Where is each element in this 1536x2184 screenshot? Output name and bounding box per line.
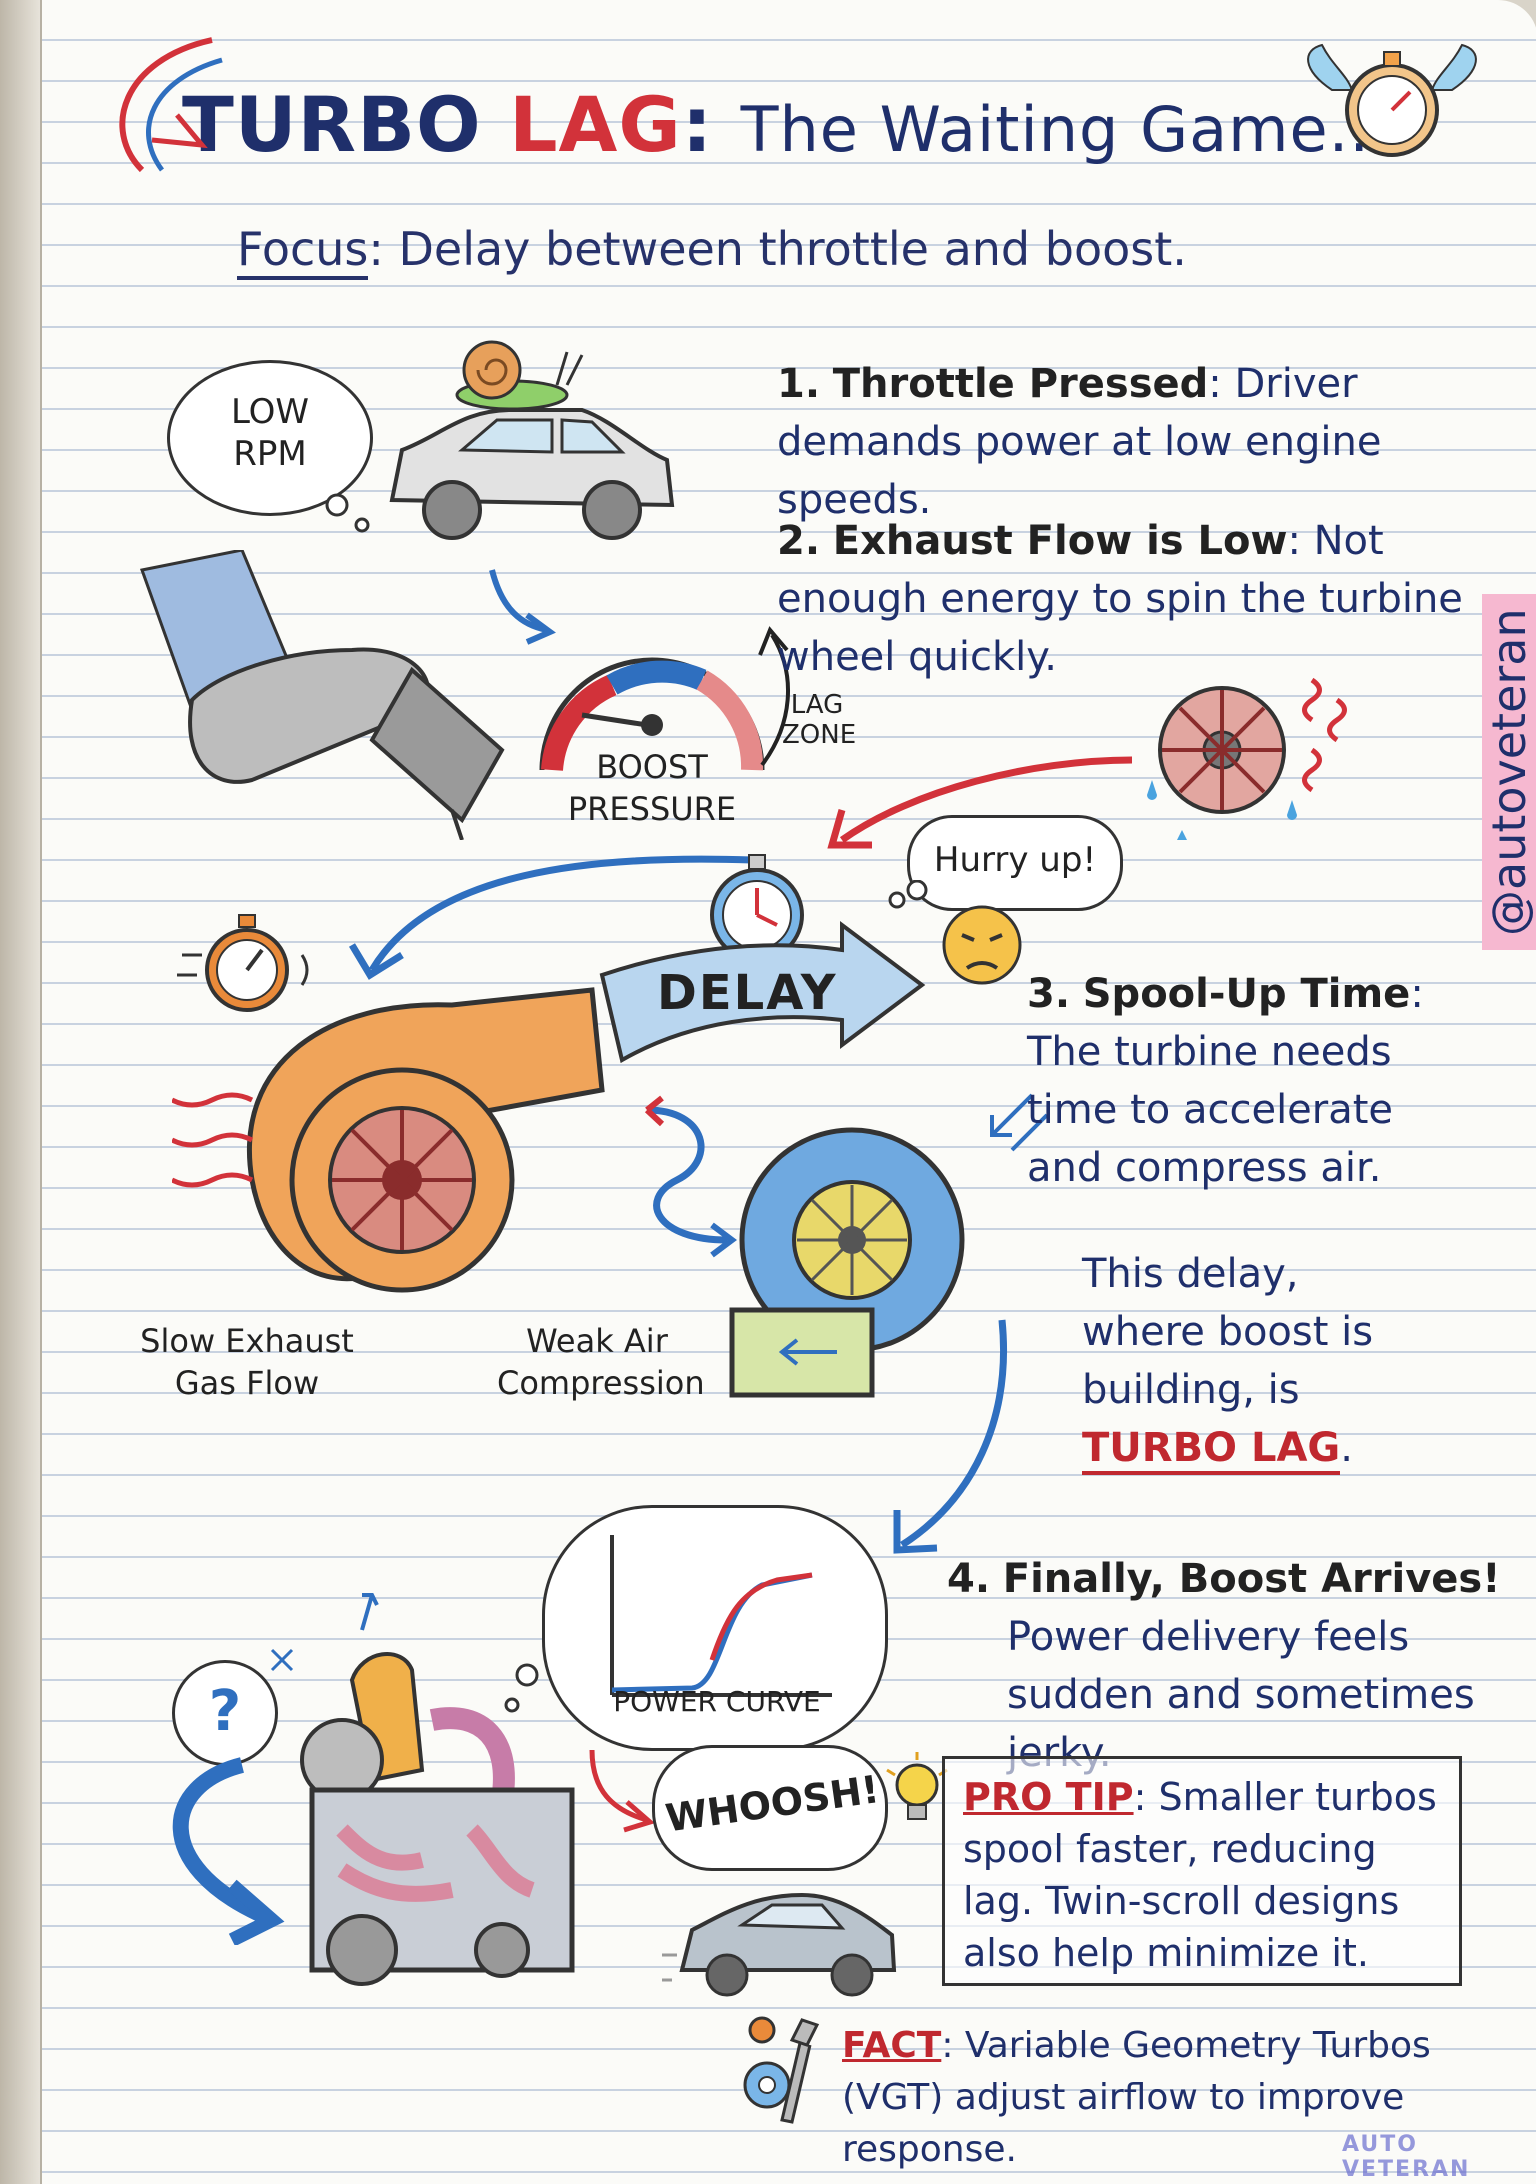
fact-text: : Variable Geometry Turbos (VGT) adjust … [842, 2025, 1431, 2170]
step-3-num: 3. [1027, 971, 1071, 1017]
boost-pressure-label: BOOST PRESSURE [567, 748, 737, 828]
notebook-page: TURBO LAG: The Waiting Game... Focus: De… [40, 0, 1536, 2184]
fact-text-block: FACT: Variable Geometry Turbos (VGT) adj… [842, 2020, 1536, 2176]
turbo-compressor-housing-illustration [729, 1127, 965, 1398]
title-subtitle: The Waiting Game... [740, 93, 1391, 166]
title-colon: : [681, 80, 714, 169]
page-title: TURBO LAG: The Waiting Game... [182, 80, 1391, 169]
author-handle: @autoveteran [1482, 594, 1536, 950]
red-arrow-small-icon [589, 1749, 656, 1833]
pro-tip-text: : Smaller turbos spool faster, reducing … [963, 1775, 1437, 1975]
arrow-down-icon [489, 569, 556, 645]
turbo-lag-conclusion: This delay, where boost is building, is … [1082, 1245, 1422, 1477]
step-4: 4. Finally, Boost Arrives! Power deliver… [947, 1550, 1536, 1782]
boost-gauge [539, 657, 765, 772]
angry-face-icon [888, 880, 1022, 985]
squiggle-arrow-icon [644, 1095, 737, 1258]
turbine-wheel-illustration [1147, 677, 1347, 840]
thought-dots [325, 493, 370, 533]
engine-with-turbo-illustration [270, 1593, 575, 1986]
conclusion-text: This delay, where boost is building, is [1082, 1251, 1374, 1413]
focus-label: Focus [237, 222, 369, 280]
question-bubble: ? [172, 1660, 278, 1766]
step-4-num: 4. [947, 1556, 991, 1602]
red-arrow-icon [827, 756, 1133, 849]
winged-stopwatch-icon [1307, 43, 1477, 157]
conclusion-emph: TURBO LAG [1082, 1425, 1341, 1475]
blue-curved-arrow-icon [172, 1757, 285, 1945]
focus-text: : Delay between throttle and boost. [368, 222, 1187, 276]
air-intake-arrows-icon [990, 1093, 1049, 1152]
notebook-spine [0, 0, 40, 2184]
question-mark: ? [208, 1679, 242, 1744]
watermark: AUTO VETERAN [1342, 2132, 1471, 2182]
power-curve-label: POWER CURVE [613, 1685, 821, 1718]
stopwatch-small-icon [177, 914, 309, 1012]
delay-label: DELAY [657, 965, 838, 1021]
thought-dots [504, 1663, 539, 1713]
low-rpm-text: LOW RPM [230, 392, 310, 474]
step-1-lead: Throttle Pressed [832, 361, 1209, 407]
lag-zone-label: LAG ZONE [782, 690, 857, 750]
delay-arrow [599, 921, 926, 1064]
weak-air-label: Weak Air Compression [497, 1322, 705, 1402]
title-lag: LAG [509, 80, 682, 169]
step-3: 3. Spool-Up Time: The turbine needs time… [1027, 965, 1437, 1197]
step-4-text: Power delivery feels sudden and sometime… [1007, 1614, 1475, 1776]
step-2-lead: Exhaust Flow is Low [832, 518, 1288, 564]
step-3-text: : The turbine needs time to accelerate a… [1027, 971, 1424, 1191]
title-turbo: TURBO [182, 80, 482, 169]
step-3-lead: Spool-Up Time [1082, 971, 1411, 1017]
low-rpm-bubble: LOW RPM [167, 360, 373, 516]
fast-car-illustration [662, 1892, 897, 1997]
step-1-text: : Driver demands power at low engine spe… [777, 361, 1382, 523]
hurry-up-bubble: Hurry up! [907, 815, 1123, 911]
step-2: 2. Exhaust Flow is Low: Not enough energ… [777, 512, 1517, 686]
power-curve-chart [610, 1535, 832, 1697]
step-4-lead: Finally, Boost Arrives! [1002, 1556, 1501, 1602]
lightbulb-icon [886, 1752, 948, 1820]
step-1: 1. Throttle Pressed: Driver demands powe… [777, 355, 1517, 529]
step-1-num: 1. [777, 361, 821, 407]
focus-line: Focus: Delay between throttle and boost. [237, 222, 1187, 280]
conclusion-end: . [1340, 1425, 1353, 1471]
pro-tip-box: PRO TIP: Smaller turbos spool faster, re… [942, 1756, 1462, 1986]
slow-exhaust-label: Slow Exhaust Gas Flow [140, 1322, 354, 1402]
hurry-up-text: Hurry up! [933, 840, 1097, 880]
turbo-exhaust-housing-illustration [172, 987, 605, 1293]
blue-arrow-icon [348, 855, 753, 980]
whoosh-bubble: WHOOSH! [652, 1745, 888, 1871]
car-with-snail-illustration [389, 340, 675, 540]
foot-on-pedal-illustration [140, 550, 505, 840]
gear-wrench-icon [743, 2016, 820, 2124]
pro-tip-label: PRO TIP [963, 1775, 1134, 1819]
lag-zone-arrow-icon [758, 626, 790, 767]
step-2-num: 2. [777, 518, 821, 564]
fact-label: FACT [842, 2025, 942, 2066]
blue-arrow-down-icon [893, 1319, 1007, 1554]
step-2-text: : Not enough energy to spin the turbine … [777, 518, 1463, 680]
title-swoosh-icon [119, 37, 223, 173]
